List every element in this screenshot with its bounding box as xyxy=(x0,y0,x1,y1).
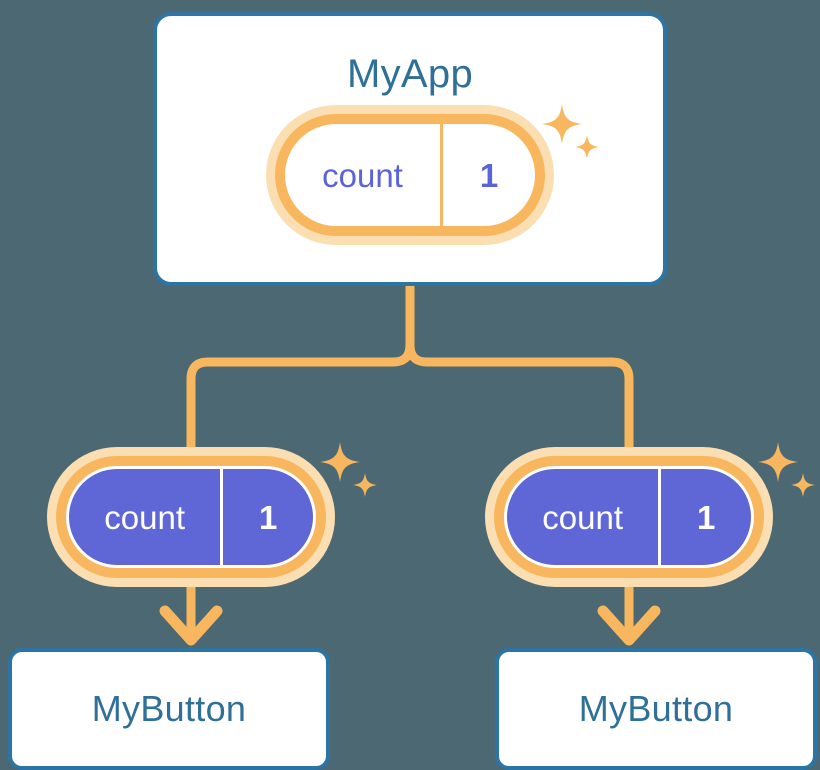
pill-body: count 1 xyxy=(285,124,535,226)
mybutton-label: MyButton xyxy=(91,688,247,729)
state-pill-right-child[interactable]: count 1 xyxy=(485,447,773,587)
mybutton-label: MyButton xyxy=(578,688,734,729)
pill-divider xyxy=(220,469,224,565)
sparkle-icon-large xyxy=(320,442,360,482)
mybutton-box-left[interactable]: MyButton xyxy=(8,648,330,770)
state-value-label: 1 xyxy=(258,498,278,536)
state-pill-myapp[interactable]: count 1 xyxy=(266,105,554,245)
sparkle-icon-large xyxy=(758,442,798,482)
pill-divider xyxy=(440,124,443,226)
state-key-label: count xyxy=(542,498,623,536)
state-value-label: 1 xyxy=(479,156,499,194)
page-title: MyApp xyxy=(347,52,473,96)
connector-right-branch xyxy=(405,281,634,457)
state-value-label: 1 xyxy=(696,498,716,536)
state-pill-left-child[interactable]: count 1 xyxy=(47,447,335,587)
connector-left-branch xyxy=(186,281,415,457)
pill-body: count 1 xyxy=(66,466,316,568)
sparkle-icon-small xyxy=(353,473,377,497)
state-key-label: count xyxy=(322,156,403,194)
pill-divider xyxy=(658,469,662,565)
mybutton-box-right[interactable]: MyButton xyxy=(495,648,817,770)
sparkle-icon-small xyxy=(791,473,815,497)
pill-body: count 1 xyxy=(504,466,754,568)
state-key-label: count xyxy=(104,498,185,536)
